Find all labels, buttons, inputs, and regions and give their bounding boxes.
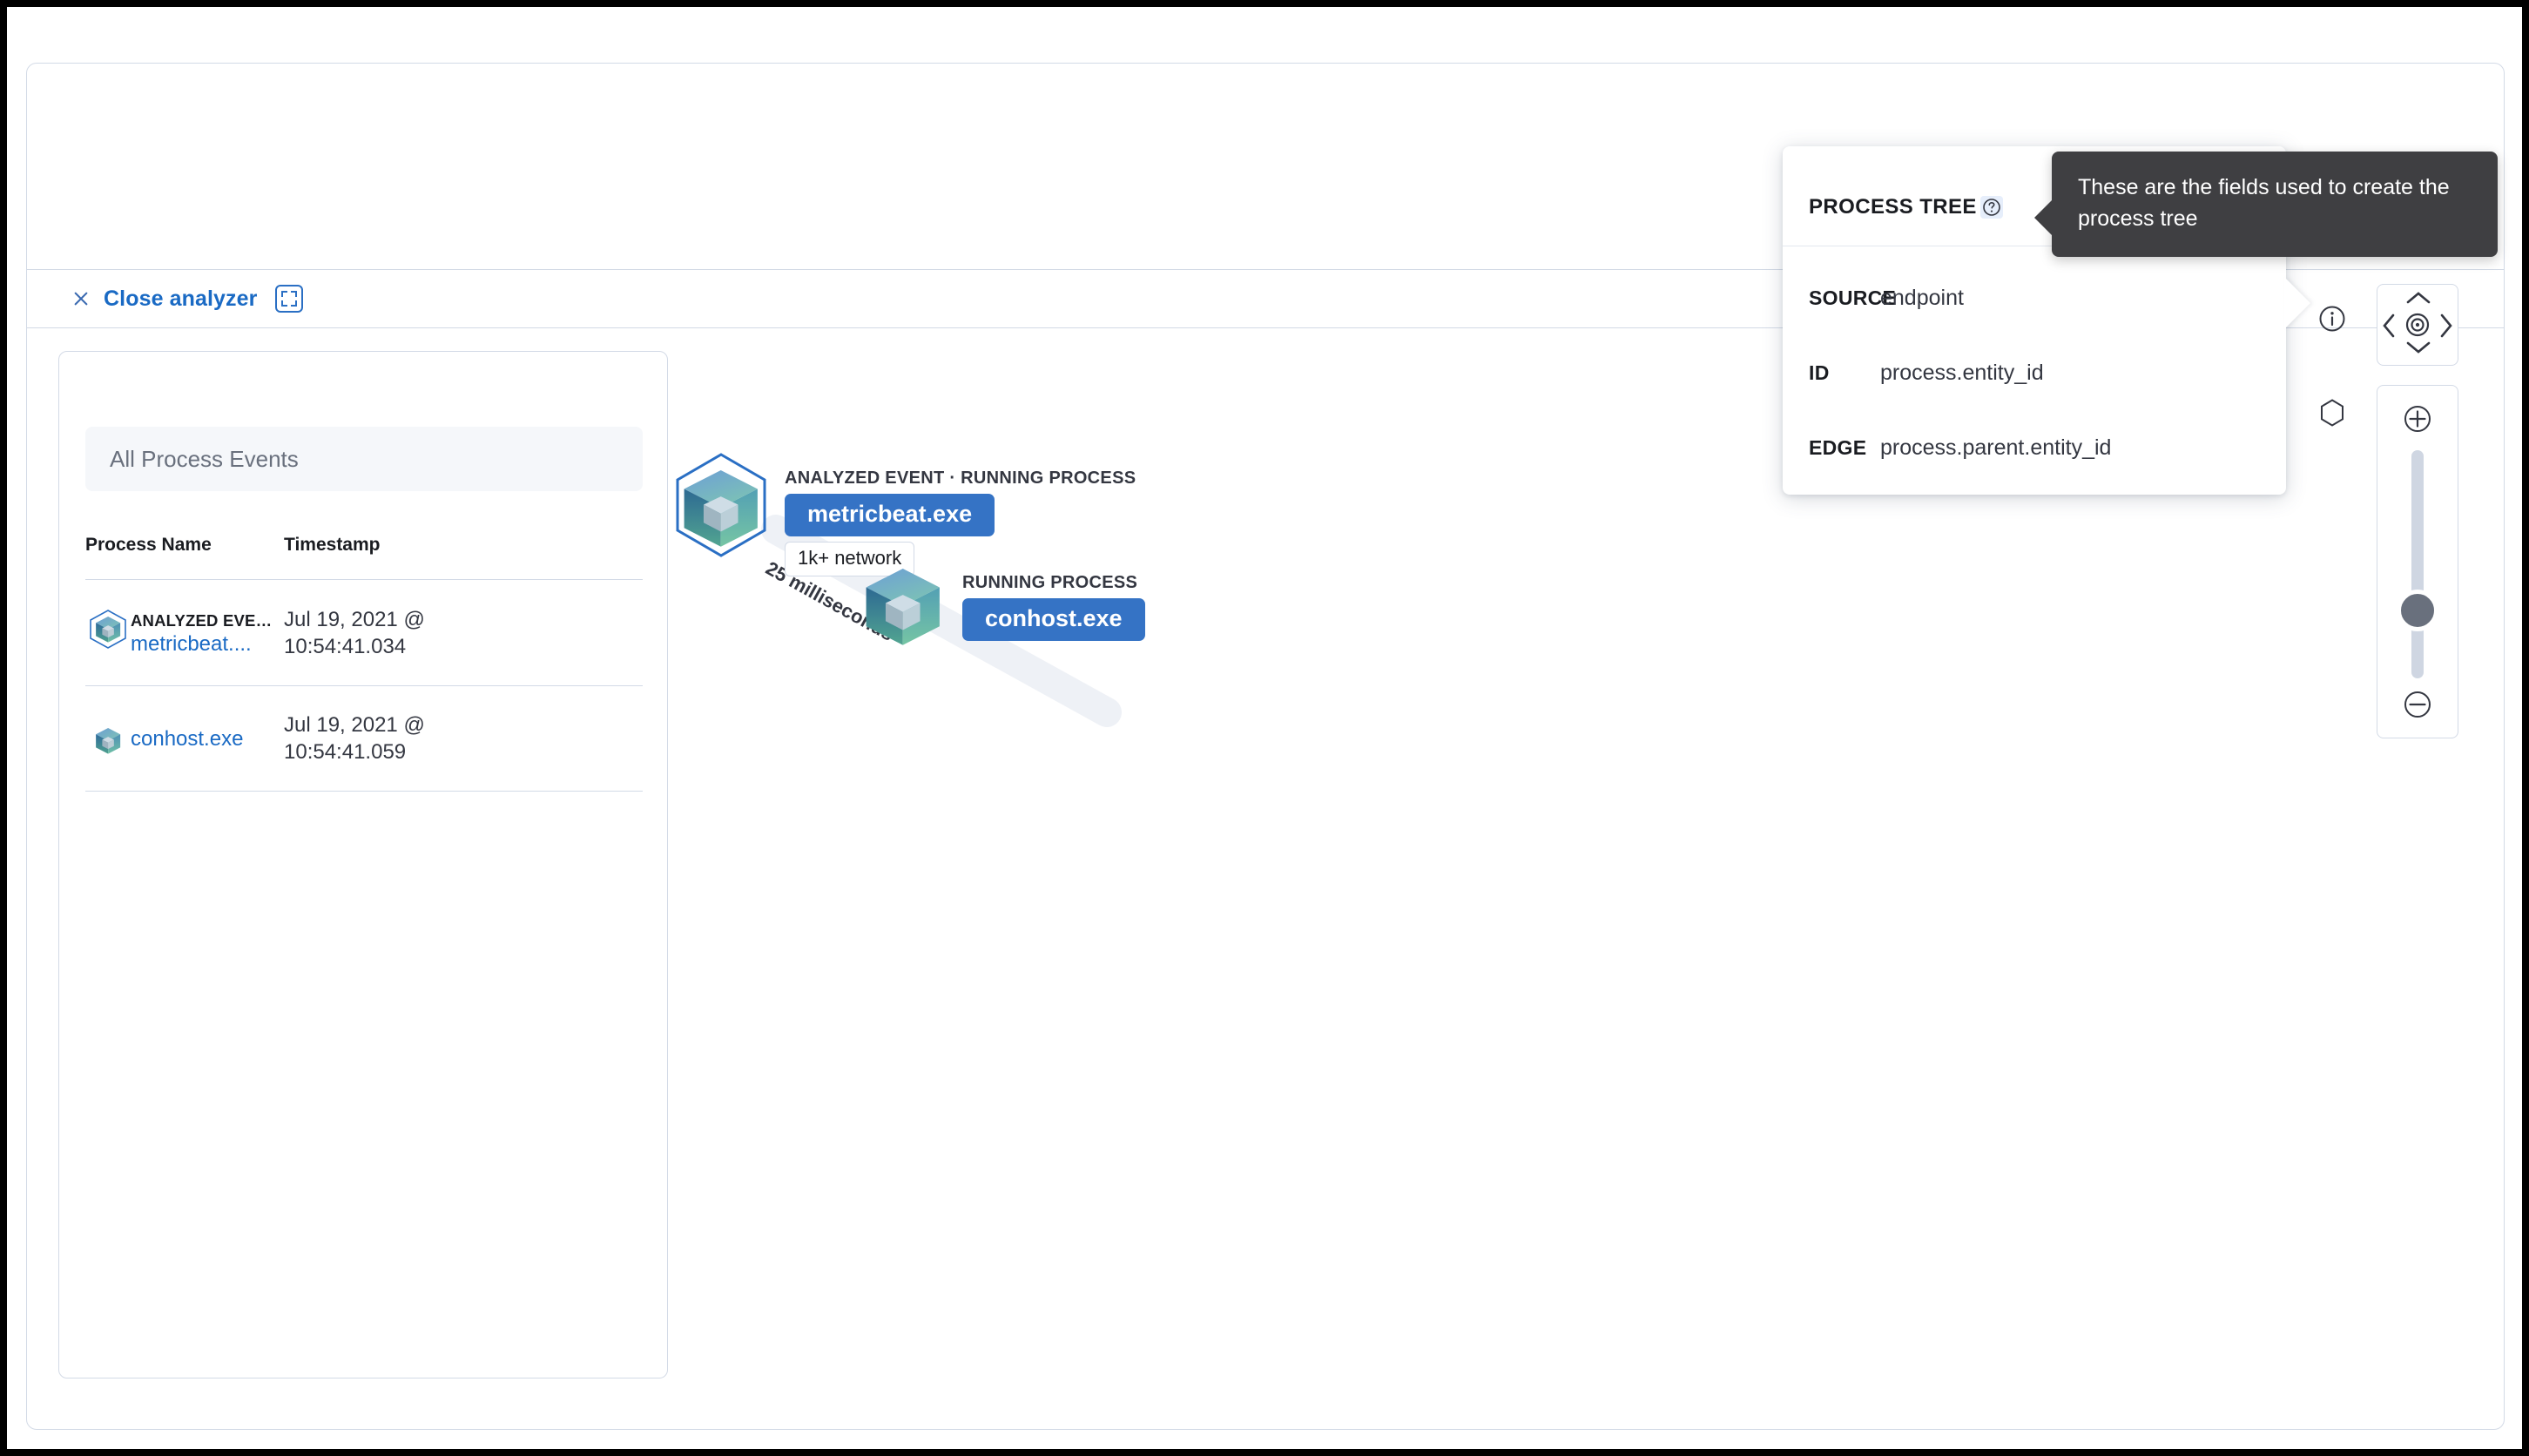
- close-analyzer-button[interactable]: Close analyzer: [104, 286, 258, 311]
- question-mark-circle-icon[interactable]: [1979, 196, 2003, 219]
- process-cube-icon: [85, 714, 131, 765]
- schema-help-tooltip: These are the fields used to create the …: [2034, 152, 2498, 257]
- timestamp-time: 10:54:41.034: [284, 634, 407, 658]
- timestamp-cell: Jul 19, 2021 @ 10:54:41.059: [284, 712, 643, 765]
- app-page: Close analyzer All Process Events Proces…: [7, 7, 2522, 1449]
- graph-node-conhost[interactable]: RUNNING PROCESS conhost.exe: [861, 564, 1145, 666]
- graph-node-metricbeat[interactable]: ANALYZED EVENT · RUNNING PROCESS metricb…: [671, 451, 1136, 576]
- column-header-timestamp: Timestamp: [284, 535, 381, 555]
- column-header-process-name: Process Name: [85, 535, 212, 555]
- process-name-link[interactable]: conhost.exe: [131, 726, 244, 751]
- schema-row-id: ID process.entity_id: [1809, 361, 2044, 386]
- process-name-link[interactable]: metricbeat....: [131, 631, 252, 656]
- schema-value: process.entity_id: [1880, 361, 2044, 385]
- timestamp-time: 10:54:41.059: [284, 739, 407, 764]
- process-cube-icon: [861, 564, 955, 666]
- process-events-filter-input[interactable]: All Process Events: [85, 427, 643, 491]
- shell-divider-bottom: [27, 327, 2504, 328]
- process-events-panel: All Process Events Process Name Timestam…: [58, 351, 668, 1378]
- node-process-name-button[interactable]: metricbeat.exe: [785, 494, 995, 536]
- info-circle-icon[interactable]: [2315, 301, 2350, 336]
- schema-key: ID: [1809, 361, 1830, 384]
- graph-side-icon-column: [2315, 301, 2357, 489]
- chevron-left-icon[interactable]: [2379, 312, 2398, 344]
- zoom-control[interactable]: [2377, 385, 2458, 738]
- node-type-label: RUNNING PROCESS: [962, 573, 1138, 592]
- timestamp-cell: Jul 19, 2021 @ 10:54:41.034: [284, 607, 643, 660]
- plus-circle-icon[interactable]: [2400, 401, 2435, 436]
- chevron-down-icon[interactable]: [2404, 338, 2432, 361]
- chevron-right-icon[interactable]: [2437, 312, 2456, 344]
- schema-value: endpoint: [1880, 286, 1964, 310]
- analyzer-toolbar: Close analyzer: [27, 270, 2504, 327]
- schema-row-source: SOURCE endpoint: [1809, 286, 1964, 311]
- schema-value: process.parent.entity_id: [1880, 435, 2112, 460]
- chevron-up-icon[interactable]: [2404, 288, 2432, 312]
- crosshair-center-icon[interactable]: [2402, 309, 2433, 345]
- minus-circle-icon[interactable]: [2400, 687, 2435, 722]
- schema-row-edge: EDGE process.parent.entity_id: [1809, 435, 2111, 461]
- table-row[interactable]: conhost.exe Jul 19, 2021 @ 10:54:41.059: [85, 687, 643, 792]
- table-row[interactable]: ANALYZED EVE… metricbeat.... Jul 19, 202…: [85, 582, 643, 686]
- schema-key: EDGE: [1809, 436, 1867, 459]
- process-cube-analyzed-icon: [671, 451, 778, 570]
- pan-control[interactable]: [2377, 284, 2458, 366]
- process-cube-analyzed-icon: [85, 609, 131, 659]
- timestamp-date: Jul 19, 2021 @: [284, 607, 425, 631]
- process-events-table-header: Process Name Timestamp: [85, 535, 643, 580]
- close-icon[interactable]: [71, 288, 91, 309]
- schema-key: SOURCE: [1809, 286, 1897, 309]
- fullscreen-icon[interactable]: [274, 285, 303, 313]
- timestamp-date: Jul 19, 2021 @: [284, 712, 425, 737]
- hexagon-icon[interactable]: [2315, 395, 2350, 430]
- analyzed-event-badge: ANALYZED EVE…: [131, 610, 273, 630]
- node-related-events-badge[interactable]: 1k+ network: [785, 542, 915, 576]
- node-process-name-button[interactable]: conhost.exe: [962, 598, 1145, 641]
- schema-title-row: PROCESS TREE: [1809, 195, 2003, 219]
- shell-divider-top: [27, 269, 2504, 270]
- zoom-slider[interactable]: [2397, 450, 2438, 678]
- page-title: PROCESS TREE: [1809, 195, 1977, 219]
- node-type-label: ANALYZED EVENT · RUNNING PROCESS: [785, 468, 1136, 488]
- zoom-slider-thumb[interactable]: [2397, 590, 2438, 631]
